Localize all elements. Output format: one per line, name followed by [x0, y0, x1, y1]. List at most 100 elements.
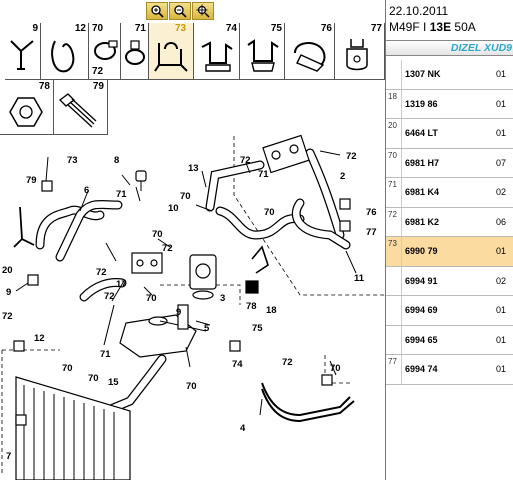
thumb-part-79[interactable]: 79: [54, 80, 108, 135]
thumb-part-75[interactable]: 75: [240, 23, 285, 80]
part-code: 1319 86: [405, 98, 438, 109]
thumb-part-12[interactable]: 12: [41, 23, 89, 80]
part-code: 6990 79: [405, 246, 438, 256]
bleed-screw: [135, 170, 147, 191]
hose-clip-icon: [294, 42, 326, 72]
bracket-18: [251, 245, 269, 274]
part-code: 1307 NK: [405, 69, 441, 79]
nut-icon: [9, 97, 43, 127]
thumb-part-73[interactable]: 73: [149, 23, 194, 80]
zoom-toolbar: [146, 2, 214, 22]
ref-box-76: [339, 198, 351, 210]
ref-box-79: [41, 180, 53, 192]
svg-text:11: 11: [354, 273, 365, 284]
ref-box-74: [229, 340, 241, 352]
clamp-icon: [125, 40, 145, 65]
part-code: 6981 K2: [405, 216, 440, 227]
svg-text:72: 72: [96, 267, 107, 278]
thumb-part-70[interactable]: 70 72: [89, 23, 121, 80]
thumb-part-71[interactable]: 71: [121, 23, 149, 80]
svg-text:17: 17: [116, 279, 127, 290]
zoom-out-button[interactable]: [169, 2, 191, 20]
part-quantity: 01: [496, 334, 507, 345]
svg-text:3: 3: [220, 293, 225, 304]
part-ref-number: [386, 296, 402, 325]
radiator: [15, 376, 131, 480]
part-quantity: 02: [496, 275, 507, 286]
part-ref-number: 73: [386, 237, 402, 266]
svg-text:72: 72: [162, 243, 173, 254]
part-code: 6994 74: [405, 364, 438, 374]
thumb-part-78[interactable]: 78: [0, 80, 54, 135]
clamp-icon: [94, 40, 118, 60]
nut-78: [245, 280, 259, 294]
part-ref-number: 70: [386, 148, 402, 177]
engine-type-bar: DIZEL XUD9: [386, 40, 513, 56]
part-code: 6994 69: [405, 305, 438, 315]
exploded-diagram-panel: 9 12 70 72 71: [0, 0, 385, 480]
svg-text:70: 70: [62, 363, 73, 374]
svg-text:72: 72: [240, 155, 251, 166]
zoom-in-icon: [151, 5, 164, 18]
thumb-part-74[interactable]: 74: [194, 23, 240, 80]
svg-text:75: 75: [252, 323, 263, 334]
bolt-icon: [58, 93, 97, 128]
cooling-system-drawing: 1 72 2 72 71 70 13 70 10 8 71 73 79 6 20…: [1, 135, 385, 480]
svg-text:79: 79: [26, 175, 37, 186]
svg-text:8: 8: [114, 155, 119, 166]
svg-text:70: 70: [330, 363, 341, 374]
thumb-part-76[interactable]: 76: [285, 23, 335, 80]
part-thumbnail-row: 9 12 70 72 71: [0, 23, 385, 80]
pan-icon: [196, 4, 210, 18]
retaining-clip-icon: [247, 39, 279, 72]
pipe-4: [261, 382, 355, 423]
parts-list-panel: 22.10.2011 M49F I 13E 50A DIZEL XUD9 130…: [385, 0, 513, 480]
hose-15: [101, 354, 167, 416]
svg-text:71: 71: [100, 349, 111, 360]
svg-text:6: 6: [84, 185, 89, 196]
ref-box-70: [321, 374, 333, 386]
pan-button[interactable]: [192, 2, 214, 20]
svg-text:2: 2: [340, 171, 345, 182]
thumb-part-77[interactable]: 77: [335, 23, 385, 80]
part-ref-number: 77: [386, 355, 402, 384]
expansion-tank: [119, 314, 207, 358]
thermostat-housing: [262, 135, 310, 174]
part-ref-number: 71: [386, 178, 402, 207]
svg-text:13: 13: [188, 163, 199, 174]
bracket-9: [177, 304, 189, 330]
svg-text:70: 70: [88, 373, 99, 384]
zoom-in-button[interactable]: [146, 2, 168, 20]
ref-box-9: [27, 274, 39, 286]
part-quantity: 02: [496, 187, 507, 197]
svg-text:78: 78: [246, 301, 257, 312]
retaining-clip-icon: [201, 41, 233, 72]
part-quantity: 01: [496, 364, 507, 374]
thumb-part-9[interactable]: 9: [5, 23, 41, 80]
svg-text:76: 76: [366, 207, 377, 218]
svg-text:15: 15: [108, 377, 119, 388]
part-thumbnail-row-2: 78 79: [0, 80, 108, 135]
svg-text:74: 74: [232, 359, 243, 370]
svg-text:9: 9: [6, 287, 11, 298]
part-ref-number: [386, 60, 402, 89]
part-ref-number: 20: [386, 119, 402, 148]
svg-text:5: 5: [204, 323, 210, 334]
ref-box-12: [13, 340, 25, 352]
hose-11: [291, 198, 351, 250]
svg-text:72: 72: [104, 291, 115, 302]
oil-cooler: [189, 254, 217, 300]
part-quantity: 07: [496, 157, 507, 168]
